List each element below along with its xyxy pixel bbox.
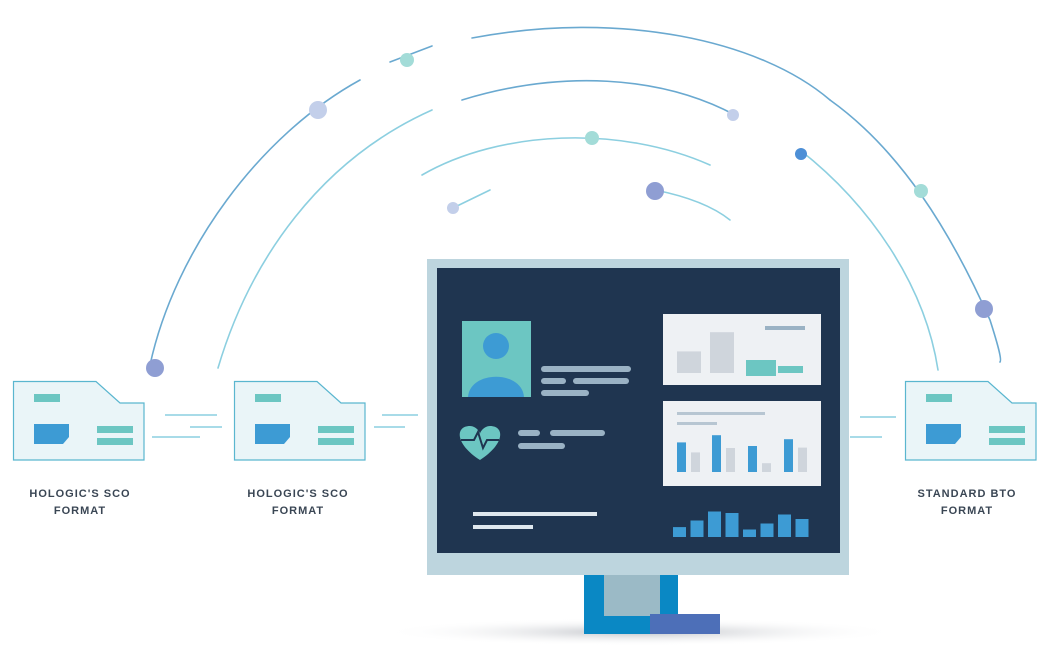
arc-node (914, 184, 928, 198)
middle-chart-bar (762, 463, 771, 472)
middle-arc-right (799, 149, 939, 371)
monitor-stand-base (650, 614, 720, 634)
target-folder-label: STANDARD BTO FORMAT (877, 486, 1047, 520)
user-avatar-icon (462, 321, 531, 397)
top-chart-bar (710, 332, 734, 373)
middle-chart-bar (677, 442, 686, 472)
bottom-chart-bar (725, 513, 739, 537)
bottom-chart-bar (795, 519, 809, 537)
top-chart (677, 332, 734, 373)
top-chart-caption (765, 326, 805, 330)
monitor (427, 259, 849, 634)
outer-arc-top (471, 26, 831, 101)
outer-arc-left (149, 79, 361, 366)
middle-chart-bar (798, 447, 807, 472)
arc-node (585, 131, 599, 145)
middle-chart-bar (726, 448, 735, 472)
middle-chart (677, 435, 807, 472)
top-chart-card (663, 314, 821, 385)
source-folder-2 (233, 380, 366, 461)
bottom-chart-bar (760, 523, 774, 537)
middle-chart-caption (677, 412, 765, 415)
connector-lines (152, 414, 896, 438)
folder-icon (12, 380, 145, 461)
middle-chart-bar (748, 446, 757, 472)
profile-text-lines (541, 366, 631, 396)
outer-arc-right (829, 99, 1002, 363)
source-folder-1 (12, 380, 145, 461)
top-chart-legend-line (778, 366, 803, 373)
arc-node (146, 359, 164, 377)
label-line: FORMAT (271, 505, 325, 517)
bottom-chart-bar (673, 527, 686, 537)
bottom-chart-bar (690, 520, 704, 537)
label-line: HOLOGIC'S SCO (29, 488, 131, 500)
middle-chart-bar (691, 452, 700, 472)
vitals-text-lines (518, 430, 605, 449)
inner-arc-top (421, 137, 711, 176)
label-line: HOLOGIC'S SCO (247, 488, 349, 500)
middle-chart-card (663, 401, 821, 486)
middle-chart-bar (712, 435, 721, 472)
bottom-chart-bar (708, 511, 721, 537)
arc-node (727, 109, 739, 121)
middle-chart-bar (784, 439, 793, 472)
arc-node (309, 101, 327, 119)
arc-node (975, 300, 993, 318)
monitor-stand-inner (604, 570, 660, 616)
outer-arc-top-left (389, 45, 433, 63)
top-chart-legend-teal (746, 360, 776, 376)
bottom-chart-bar (778, 514, 791, 537)
bottom-chart-bar (743, 529, 756, 537)
label-line: STANDARD BTO (917, 488, 1017, 500)
arc-node (400, 53, 414, 67)
middle-chart-caption-2 (677, 422, 717, 425)
arc-node (795, 148, 807, 160)
middle-arc-top (461, 79, 736, 116)
source-folder-1-label: HOLOGIC'S SCO FORMAT (0, 486, 170, 520)
arc-nodes (146, 53, 993, 377)
inner-arc-right (654, 189, 731, 221)
folder-icon (904, 380, 1037, 461)
top-chart-bar (677, 351, 701, 373)
folder-icon (233, 380, 366, 461)
heartbeat-icon (459, 426, 501, 460)
label-line: FORMAT (940, 505, 994, 517)
label-line: FORMAT (53, 505, 107, 517)
arc-node (447, 202, 459, 214)
footer-text-lines (473, 512, 597, 529)
bottom-bar-chart (673, 511, 809, 537)
source-folder-2-label: HOLOGIC'S SCO FORMAT (208, 486, 388, 520)
inner-arc-left (454, 189, 491, 208)
arc-node (646, 182, 664, 200)
target-folder (904, 380, 1037, 461)
middle-arc-left (217, 109, 433, 369)
